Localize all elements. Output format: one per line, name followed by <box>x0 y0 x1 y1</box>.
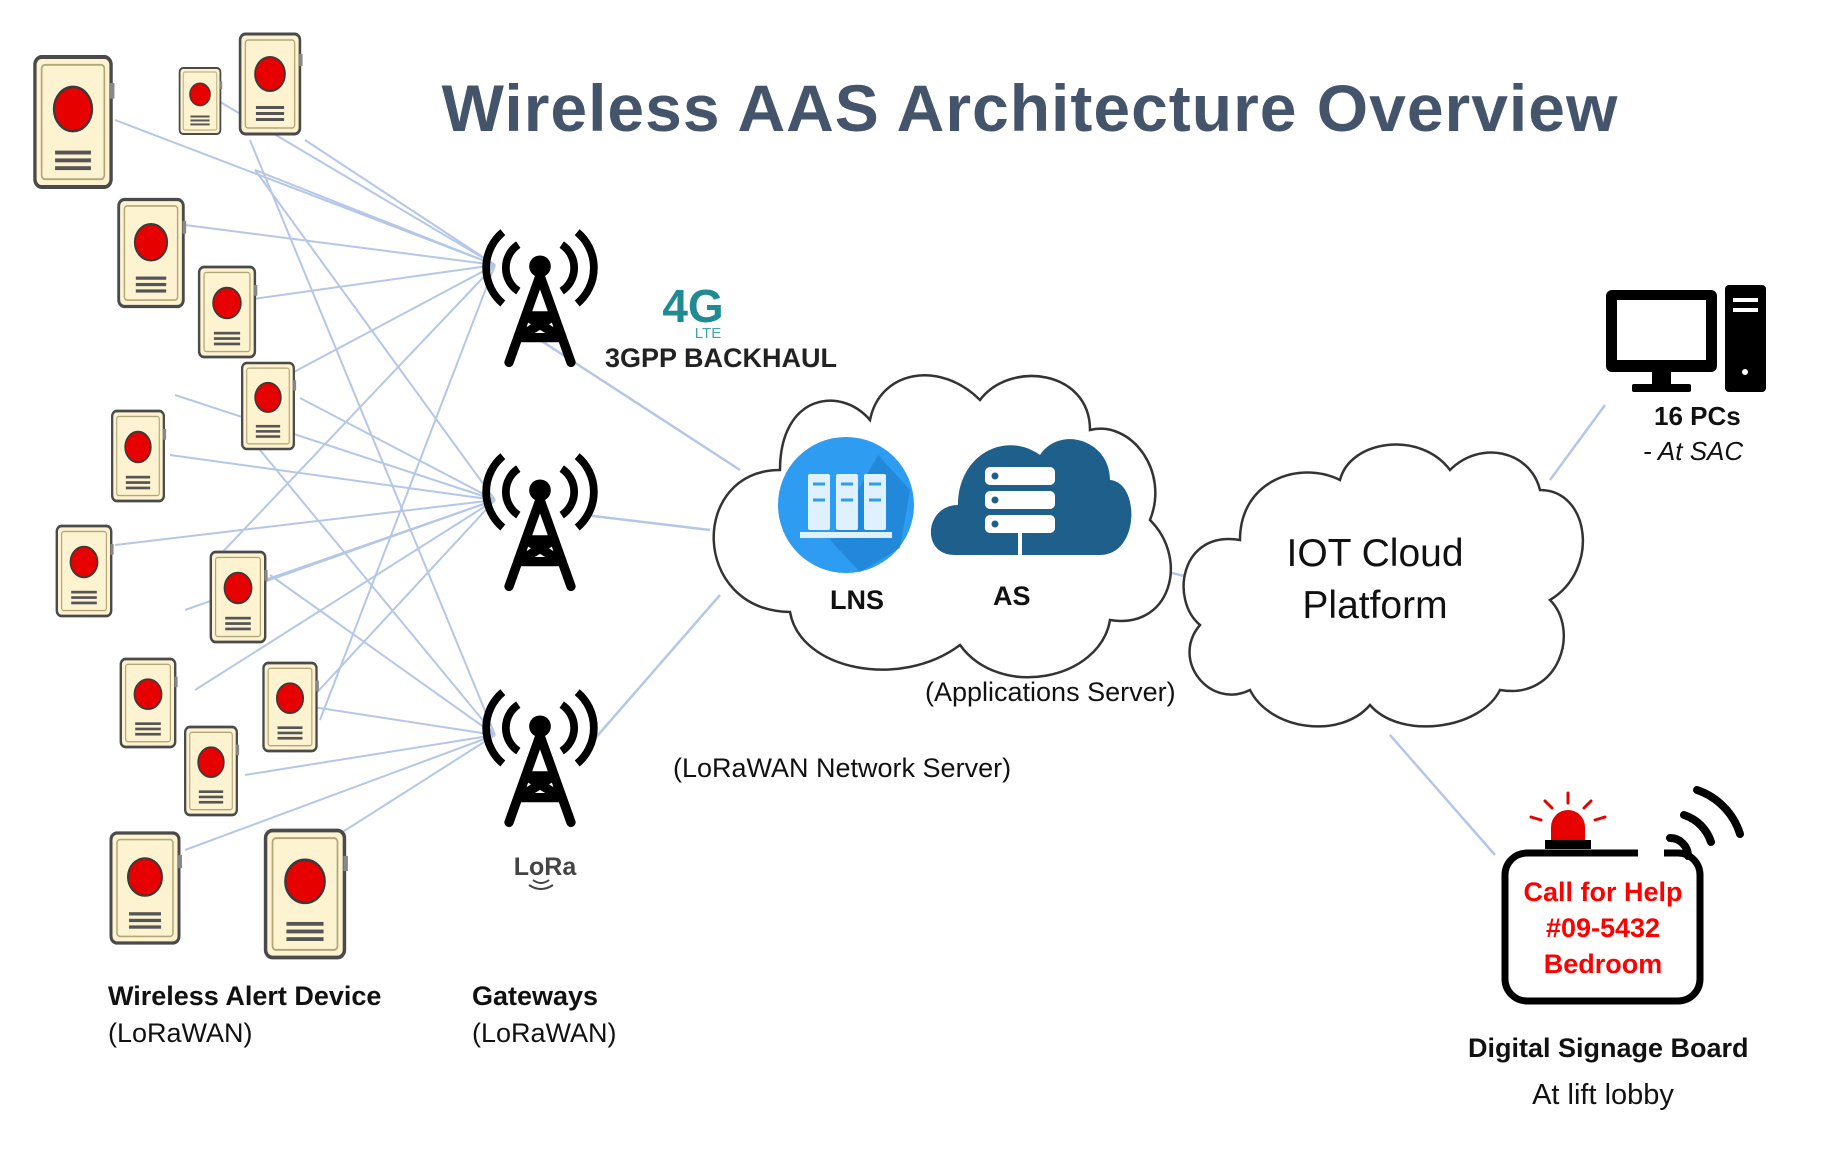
lora-logo: LoRa <box>514 853 578 890</box>
signage-line-1: Call for Help <box>1523 877 1682 907</box>
desktop-pc-icon <box>1606 285 1766 392</box>
lte-main-text: 4G <box>662 280 723 332</box>
cloud-database-icon <box>930 439 1132 562</box>
alert-device-icon <box>263 828 350 960</box>
alert-device-icon <box>197 265 259 359</box>
signage-line-2: #09-5432 <box>1546 913 1660 943</box>
network-server-label: (LoRaWAN Network Server) <box>673 753 1012 783</box>
wireless-signal-icon <box>1666 786 1744 860</box>
siren-light-icon <box>1529 791 1607 849</box>
network-server-cloud <box>712 374 1173 679</box>
gateway-tower-icon <box>486 232 594 362</box>
alert-device-icon <box>110 409 168 503</box>
pcs-location-label: - At SAC <box>1643 436 1744 466</box>
lns-label: LNS <box>830 585 884 615</box>
signage-title: Digital Signage Board <box>1468 1033 1749 1063</box>
backhaul-label: 3GPP BACKHAUL <box>605 343 838 373</box>
gateways-caption-title: Gateways <box>472 981 599 1011</box>
iot-cloud-shape <box>1182 443 1585 728</box>
app-server-label: (Applications Server) <box>925 677 1176 707</box>
devices-caption-sub: (LoRaWAN) <box>108 1018 253 1048</box>
svg-text:LoRa: LoRa <box>514 853 578 881</box>
iot-cloud-line-1: IOT Cloud <box>1286 532 1464 575</box>
alert-device-icon <box>109 831 184 945</box>
gateway-tower-icon <box>486 692 594 822</box>
alert-device-icon <box>183 725 241 817</box>
gateway-tower-icon <box>486 456 594 586</box>
alert-device-icon <box>117 197 188 309</box>
signage-line-3: Bedroom <box>1544 949 1663 979</box>
alert-device-icon <box>55 524 115 618</box>
as-label: AS <box>993 581 1031 611</box>
device-gateway-links <box>114 89 496 851</box>
gateways-caption-sub: (LoRaWAN) <box>472 1018 617 1048</box>
devices-caption-title: Wireless Alert Device <box>108 981 382 1011</box>
digital-signage-board: Call for Help #09-5432 Bedroom <box>1501 786 1744 1005</box>
server-rack-icon <box>778 437 914 573</box>
alert-device-icon <box>262 661 321 753</box>
alert-devices <box>32 32 350 960</box>
alert-device-icon <box>240 361 298 451</box>
alert-device-icon <box>209 550 269 644</box>
page-title: Wireless AAS Architecture Overview <box>441 71 1619 145</box>
alert-device-icon <box>119 657 179 749</box>
lte-4g-badge: 4G LTE <box>662 280 723 342</box>
signage-location: At lift lobby <box>1532 1079 1674 1111</box>
lte-sub-text: LTE <box>695 325 721 342</box>
pcs-count-label: 16 PCs <box>1654 401 1741 431</box>
iot-cloud-line-2: Platform <box>1302 584 1448 627</box>
